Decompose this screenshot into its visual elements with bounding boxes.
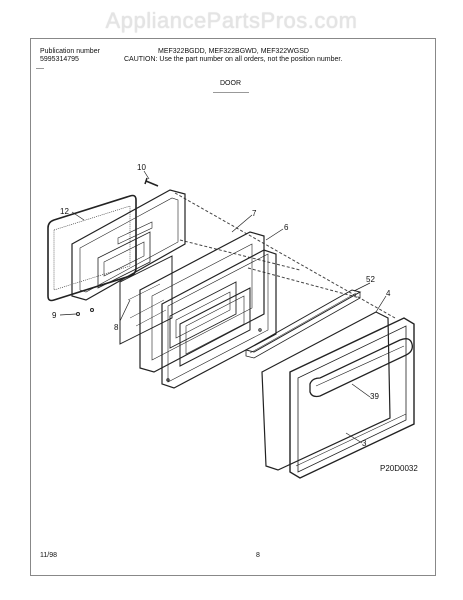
callout-9: 9 — [52, 311, 57, 320]
screw — [144, 177, 159, 187]
door-trim-strip — [244, 289, 362, 359]
callout-3: 3 — [362, 439, 367, 448]
model-numbers: MEF322BGDD, MEF322BGWD, MEF322WGSD — [158, 48, 309, 55]
door-frame — [161, 249, 277, 389]
publication-number: 5995314795 — [40, 56, 79, 63]
callout-7: 7 — [252, 209, 257, 218]
callout-39: 39 — [370, 392, 379, 401]
publication-label: Publication number — [40, 48, 100, 55]
header-divider — [36, 68, 44, 69]
outer-glass — [261, 311, 391, 471]
inner-glass — [119, 255, 173, 345]
figure-code: P20D0032 — [380, 464, 418, 473]
door-insulation-panel — [139, 231, 265, 373]
page-border — [30, 38, 436, 576]
footer-date: 11/98 — [40, 552, 57, 559]
callout-4: 4 — [386, 289, 391, 298]
door-handle — [309, 338, 413, 398]
callout-12: 12 — [60, 207, 69, 216]
inner-door-liner — [71, 189, 186, 316]
callout-8: 8 — [114, 323, 119, 332]
caution-note: CAUTION: Use the part number on all orde… — [124, 56, 343, 63]
footer-page-number: 8 — [256, 552, 260, 559]
callout-52: 52 — [366, 275, 375, 284]
watermark: AppliancePartsPros.com — [105, 8, 358, 33]
callout-6: 6 — [284, 223, 289, 232]
callout-10: 10 — [137, 163, 146, 172]
outer-door-panel — [289, 317, 415, 479]
alignment-lines — [174, 192, 396, 319]
section-title: DOOR — [220, 80, 241, 87]
door-gasket — [47, 194, 137, 302]
title-divider — [213, 92, 249, 93]
leader-lines — [59, 170, 387, 444]
